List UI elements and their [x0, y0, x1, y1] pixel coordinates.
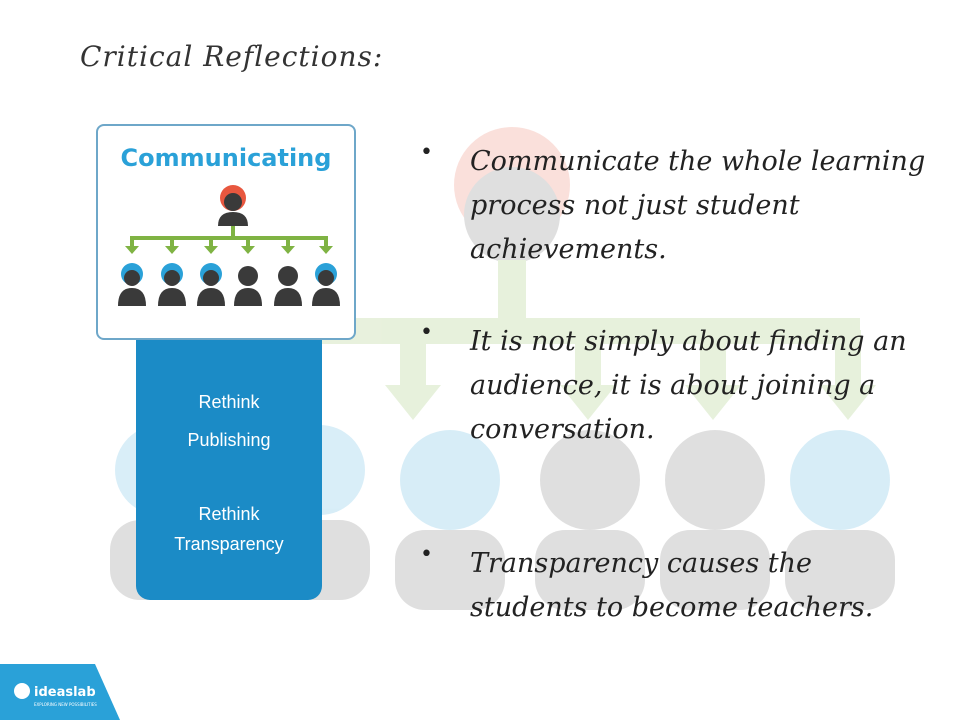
- ideaslab-logo: ideaslab EXPLORING NEW POSSIBILITIES: [0, 664, 120, 720]
- bullet-text: It is not simply about finding an audien…: [470, 326, 907, 445]
- bullet-dot-icon: •: [420, 140, 433, 165]
- bullet-text: Communicate the whole learning process n…: [470, 146, 926, 265]
- panel-line-rethink-2: Rethink: [198, 504, 260, 524]
- bullet-dot-icon: •: [420, 542, 433, 567]
- communicating-card: Communicating: [96, 124, 356, 340]
- slide-title: Critical Reflections:: [80, 40, 384, 73]
- panel-line-transparency: Transparency: [174, 534, 284, 554]
- bullet-text: Transparency causes the students to beco…: [470, 548, 874, 623]
- panel-line-rethink-1: Rethink: [198, 392, 260, 412]
- communication-diagram-icon: [118, 185, 340, 306]
- card-title: Communicating: [120, 144, 332, 172]
- panel-line-publishing: Publishing: [187, 430, 271, 450]
- logo-tagline: EXPLORING NEW POSSIBILITIES: [34, 702, 97, 707]
- logo-text: ideaslab: [34, 685, 96, 700]
- rethink-panel: Rethink Publishing Rethink Transparency: [136, 330, 322, 600]
- bullet-dot-icon: •: [420, 320, 433, 345]
